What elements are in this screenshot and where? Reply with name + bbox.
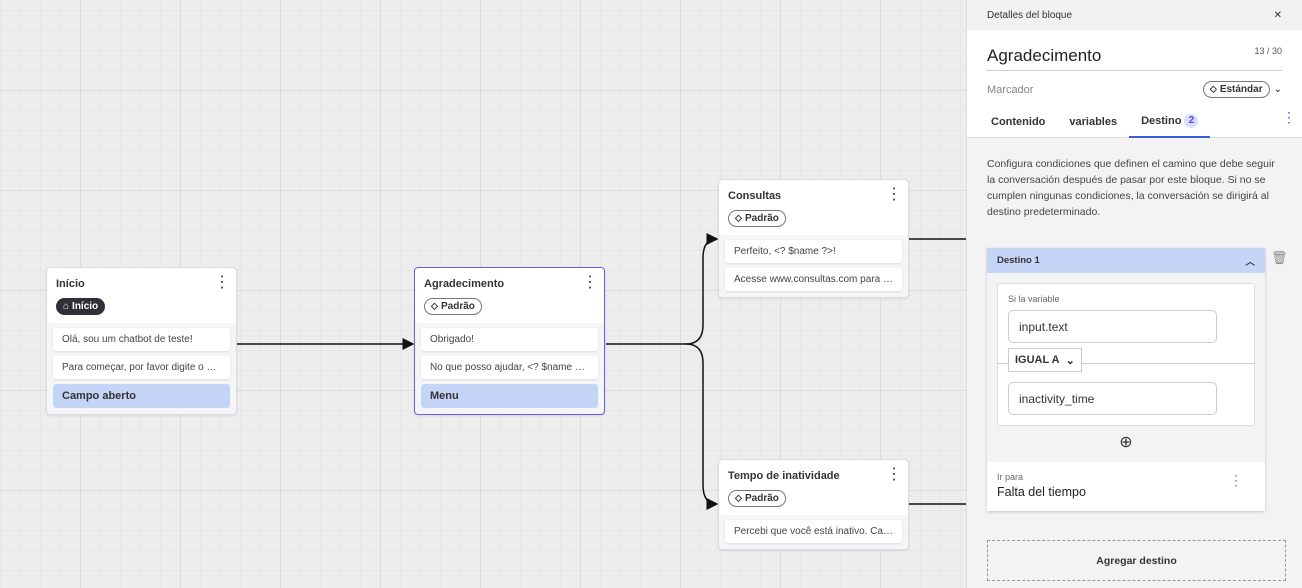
trash-icon[interactable]: 🗑 xyxy=(1271,250,1288,265)
char-count: 13 / 30 xyxy=(1254,46,1282,56)
tab-variables[interactable]: variables xyxy=(1069,115,1118,128)
operator-select[interactable]: IGUAL A ⌄ xyxy=(1008,348,1082,372)
chevron-down-icon[interactable]: ⌄ xyxy=(1273,84,1282,95)
close-icon[interactable]: ✕ xyxy=(1273,9,1282,21)
more-options-icon[interactable]: ⋮ xyxy=(1229,472,1243,488)
tag-label: Início xyxy=(72,301,99,312)
chevron-up-icon[interactable]: ︿ xyxy=(1245,256,1255,268)
add-destino-button[interactable]: Agregar destino xyxy=(987,540,1286,581)
marcador-label: Marcador xyxy=(987,83,1034,96)
message[interactable]: Percebi que você está inativo. Canceland… xyxy=(725,520,902,543)
add-condition-icon[interactable]: ⊕ xyxy=(1119,434,1133,451)
tag-label: Padrão xyxy=(745,493,779,504)
panel-title: Detalles del bloque xyxy=(987,9,1073,21)
go-to-field[interactable]: Ir para Falta del tiempo ⋮ xyxy=(987,462,1265,511)
option[interactable]: Menu xyxy=(421,384,598,408)
message[interactable]: No que posso ajudar, <? $name ?>? xyxy=(421,356,598,379)
tag-icon: ⬦ xyxy=(431,301,438,312)
node-agradecimento[interactable]: Agradecimento ⋮ ⬦Padrão Obrigado! No que… xyxy=(414,267,605,415)
tag: ⬦Estándar xyxy=(1202,81,1270,98)
more-options-icon[interactable]: ⋮ xyxy=(582,274,598,291)
message[interactable]: Olá, sou um chatbot de teste! xyxy=(53,328,230,351)
connections xyxy=(237,233,966,510)
value-input[interactable]: inactivity_time xyxy=(1008,382,1217,415)
variable-input[interactable]: input.text xyxy=(1008,310,1217,343)
more-options-icon[interactable]: ⋮ xyxy=(886,186,902,203)
option[interactable]: Campo aberto xyxy=(53,384,230,408)
node-title: Tempo de inatividade xyxy=(728,470,840,482)
more-options-icon[interactable]: ⋮ xyxy=(886,466,902,483)
node-title: Consultas xyxy=(728,190,782,202)
more-options-icon[interactable]: ⋮ xyxy=(214,274,230,291)
message[interactable]: Perfeito, <? $name ?>! xyxy=(725,240,902,263)
tag: ⬦Padrão xyxy=(728,210,786,227)
start-tag: ⌂Início xyxy=(56,298,106,315)
edge-agradecimento-consultas xyxy=(606,233,719,345)
destino-header[interactable]: Destino 1 ︿ xyxy=(987,248,1265,273)
block-name-field[interactable]: Agradecimento 13 / 30 xyxy=(987,30,1282,71)
marcador-select[interactable]: ⬦Estándar⌄ xyxy=(1202,81,1282,98)
tab-contenido[interactable]: Contenido xyxy=(991,115,1046,128)
go-to-label: Ir para xyxy=(997,472,1024,482)
message[interactable]: Obrigado! xyxy=(421,328,598,351)
tag-icon: ⬦ xyxy=(735,213,742,224)
destino-title: Destino 1 xyxy=(997,255,1040,266)
home-icon: ⌂ xyxy=(63,301,70,312)
description: Configura condiciones que definen el cam… xyxy=(987,158,1275,218)
tag-icon: ⬦ xyxy=(1209,84,1217,95)
operator-value: IGUAL A xyxy=(1015,354,1060,366)
tag-label: Padrão xyxy=(441,301,475,312)
node-tempo-de-inatividade[interactable]: Tempo de inatividade ⋮ ⬦Padrão Percebi q… xyxy=(718,459,909,550)
destino-card: Destino 1 ︿ Si la variable input.text IGU… xyxy=(987,248,1265,511)
message[interactable]: Para começar, por favor digite o seu nom… xyxy=(53,356,230,379)
node-title: Agradecimento xyxy=(424,278,505,290)
condition: Si la variable input.text IGUAL A ⌄ inact… xyxy=(997,283,1255,426)
tag-label: Estándar xyxy=(1219,84,1263,95)
block-details-panel: Detalles del bloque ✕ Agradecimento 13 / 3… xyxy=(966,0,1302,588)
chevron-down-icon: ⌄ xyxy=(1065,354,1075,367)
node-consultas[interactable]: Consultas ⋮ ⬦Padrão Perfeito, <? $name ?… xyxy=(718,179,909,298)
node-inicio[interactable]: Início ⋮ ⌂Início Olá, sou um chatbot de … xyxy=(46,267,237,415)
more-options-icon[interactable]: ⋮ xyxy=(1282,109,1296,125)
block-name-value[interactable]: Agradecimento xyxy=(987,46,1102,65)
tag-icon: ⬦ xyxy=(735,493,742,504)
edge-agradecimento-tempo xyxy=(685,343,719,510)
tag: ⬦Padrão xyxy=(728,490,786,507)
count-badge: 2 xyxy=(1184,113,1199,128)
tag: ⬦Padrão xyxy=(424,298,482,315)
node-title: Início xyxy=(56,278,85,290)
tab-label: Destino xyxy=(1141,114,1182,127)
divider xyxy=(998,363,1254,364)
variable-label: Si la variable xyxy=(1008,294,1060,304)
tag-label: Padrão xyxy=(745,213,779,224)
message[interactable]: Acesse www.consultas.com para mais infor… xyxy=(725,268,902,291)
go-to-value[interactable]: Falta del tiempo xyxy=(997,485,1086,499)
